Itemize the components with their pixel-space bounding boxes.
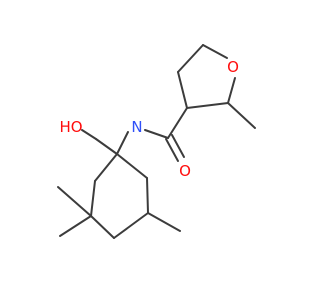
bond-c4-c5 — [177, 44, 204, 73]
bond-carbonyl-double-b — [171, 134, 185, 158]
cyclohexane-ring — [57, 153, 181, 239]
hydroxymethyl-group — [81, 129, 118, 155]
oxolane-ring — [177, 44, 256, 129]
amide-nitrogen-label: N — [131, 118, 142, 136]
bond-carbonyl-double-a — [165, 138, 179, 162]
canvas-background — [0, 0, 300, 300]
bond-ring-4 — [113, 212, 149, 239]
bond-c2-methyl — [227, 102, 256, 129]
bond-o-c2 — [227, 77, 236, 104]
molecule-structure: O N HO O — [0, 0, 300, 300]
bond-c3-carbonyl — [167, 107, 188, 139]
bond-ring-methyl — [147, 212, 181, 232]
bond-ring-1 — [94, 153, 118, 182]
bond-ch2-oh — [81, 129, 97, 140]
carbonyl-oxygen-label: O — [179, 162, 191, 180]
bond-ring-2 — [90, 180, 96, 217]
bond-carbonyl-n — [144, 129, 169, 139]
bond-ring-3 — [90, 215, 115, 239]
bond-ring-5 — [146, 177, 149, 214]
amide-group — [116, 107, 188, 162]
bond-c2-c3 — [186, 102, 229, 109]
bond-gem-methyl-b — [59, 215, 92, 237]
bond-gem-methyl-a — [57, 186, 92, 217]
hydroxyl-label: HO — [59, 118, 82, 136]
ring-oxygen-label: O — [227, 58, 239, 76]
bond-n-cq — [116, 131, 129, 155]
bond-c5-o — [202, 44, 228, 59]
bond-ring-6 — [116, 153, 148, 179]
bond-cq-ch2 — [95, 138, 118, 155]
bond-c3-c4 — [177, 71, 188, 109]
